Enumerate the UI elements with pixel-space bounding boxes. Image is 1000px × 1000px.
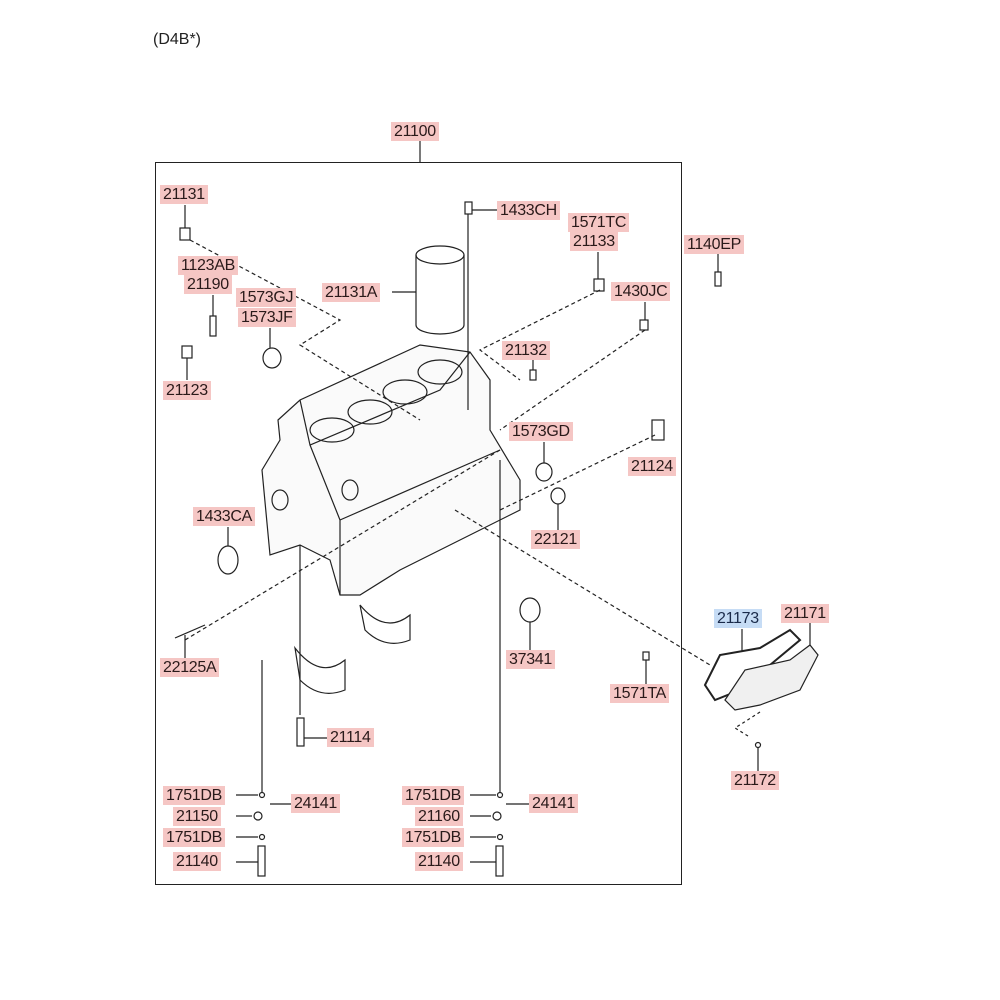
part-label-1571tc[interactable]: 1571TC	[568, 213, 630, 232]
part-label-1430jc[interactable]: 1430JC	[611, 282, 671, 301]
part-label-37341[interactable]: 37341	[506, 650, 555, 669]
part-label-1573gj[interactable]: 1573GJ	[236, 288, 297, 307]
part-label-1140ep[interactable]: 1140EP	[684, 235, 744, 254]
part-label-1751db[interactable]: 1751DB	[163, 786, 226, 805]
part-label-21160[interactable]: 21160	[415, 807, 463, 826]
part-label-21140[interactable]: 21140	[173, 852, 221, 871]
cylinder-block-drawing	[261, 344, 521, 596]
part-label-1571ta[interactable]: 1571TA	[610, 684, 670, 703]
part-label-1751db[interactable]: 1751DB	[402, 828, 465, 847]
part-label-21172[interactable]: 21172	[731, 771, 779, 790]
part-label-21190[interactable]: 21190	[184, 275, 232, 294]
part-label-1433ch[interactable]: 1433CH	[497, 201, 560, 220]
side-cover-drawing	[703, 623, 819, 771]
part-label-1573gd[interactable]: 1573GD	[509, 422, 573, 441]
part-label-24141[interactable]: 24141	[291, 794, 340, 813]
part-label-21132[interactable]: 21132	[502, 341, 550, 360]
part-label-21171[interactable]: 21171	[781, 604, 829, 623]
part-label-1751db[interactable]: 1751DB	[402, 786, 465, 805]
part-label-1433ca[interactable]: 1433CA	[193, 507, 256, 526]
part-label-22125a[interactable]: 22125A	[160, 658, 220, 677]
part-label-21123[interactable]: 21123	[163, 381, 211, 400]
part-label-1751db[interactable]: 1751DB	[163, 828, 226, 847]
part-label-1573jf[interactable]: 1573JF	[238, 308, 296, 327]
part-label-21114[interactable]: 21114	[327, 728, 374, 747]
part-label-21124[interactable]: 21124	[628, 457, 676, 476]
part-label-21100[interactable]: 21100	[391, 122, 439, 141]
part-label-1123ab[interactable]: 1123AB	[178, 256, 238, 275]
part-label-21150[interactable]: 21150	[173, 807, 221, 826]
diagram-title: (D4B*)	[153, 31, 202, 48]
part-label-21173-selected[interactable]: 21173	[714, 609, 762, 628]
part-label-22121[interactable]: 22121	[531, 530, 580, 549]
part-label-21131a[interactable]: 21131A	[322, 283, 381, 302]
cylinder-liner-drawing	[392, 245, 465, 335]
part-label-21133[interactable]: 21133	[570, 232, 618, 251]
assembly-frame	[155, 162, 682, 885]
part-label-21131[interactable]: 21131	[160, 185, 208, 204]
part-label-24141[interactable]: 24141	[529, 794, 578, 813]
part-label-21140[interactable]: 21140	[415, 852, 463, 871]
